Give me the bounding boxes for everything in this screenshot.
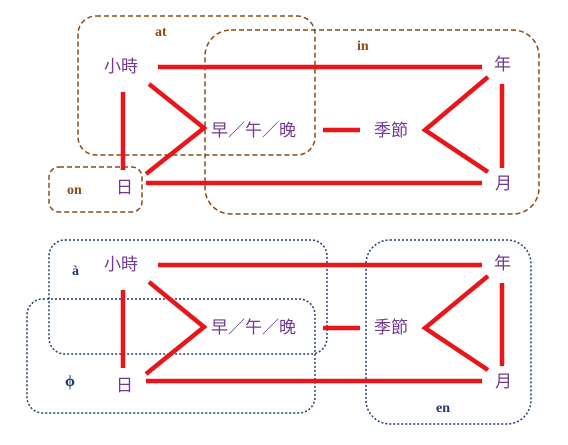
bottom-edges bbox=[120, 262, 505, 384]
group-on-box bbox=[48, 166, 143, 213]
node-month: 月 bbox=[495, 174, 512, 194]
node-day-b: 日 bbox=[116, 376, 133, 396]
group-label-en: en bbox=[436, 401, 450, 416]
node-hour: 小時 bbox=[104, 57, 138, 77]
edge-year-season-month-b bbox=[421, 274, 490, 372]
node-season-b: 季節 bbox=[374, 318, 408, 338]
top-edges bbox=[120, 64, 505, 186]
node-part-of-day-b: 早／午／晚 bbox=[211, 318, 296, 338]
group-in-box bbox=[204, 29, 540, 215]
node-hour-b: 小時 bbox=[104, 255, 138, 275]
edge-year-season-month bbox=[421, 75, 490, 174]
node-day: 日 bbox=[116, 178, 133, 198]
node-year-b: 年 bbox=[494, 254, 511, 274]
edge-hour-part-day-b bbox=[144, 280, 208, 376]
node-month-b: 月 bbox=[495, 372, 512, 392]
group-at-box bbox=[77, 15, 316, 156]
edge-hour-part-day bbox=[144, 82, 208, 176]
group-a-box bbox=[48, 239, 328, 355]
top-groups bbox=[48, 15, 540, 215]
group-label-at: at bbox=[155, 25, 167, 40]
node-season: 季節 bbox=[374, 121, 408, 141]
group-label-on: on bbox=[67, 183, 82, 198]
node-part-of-day: 早／午／晚 bbox=[211, 121, 296, 141]
group-label-phi: ϕ bbox=[65, 373, 75, 390]
group-label-a: à bbox=[72, 264, 79, 279]
group-label-in: in bbox=[357, 39, 369, 54]
node-year: 年 bbox=[494, 55, 511, 75]
